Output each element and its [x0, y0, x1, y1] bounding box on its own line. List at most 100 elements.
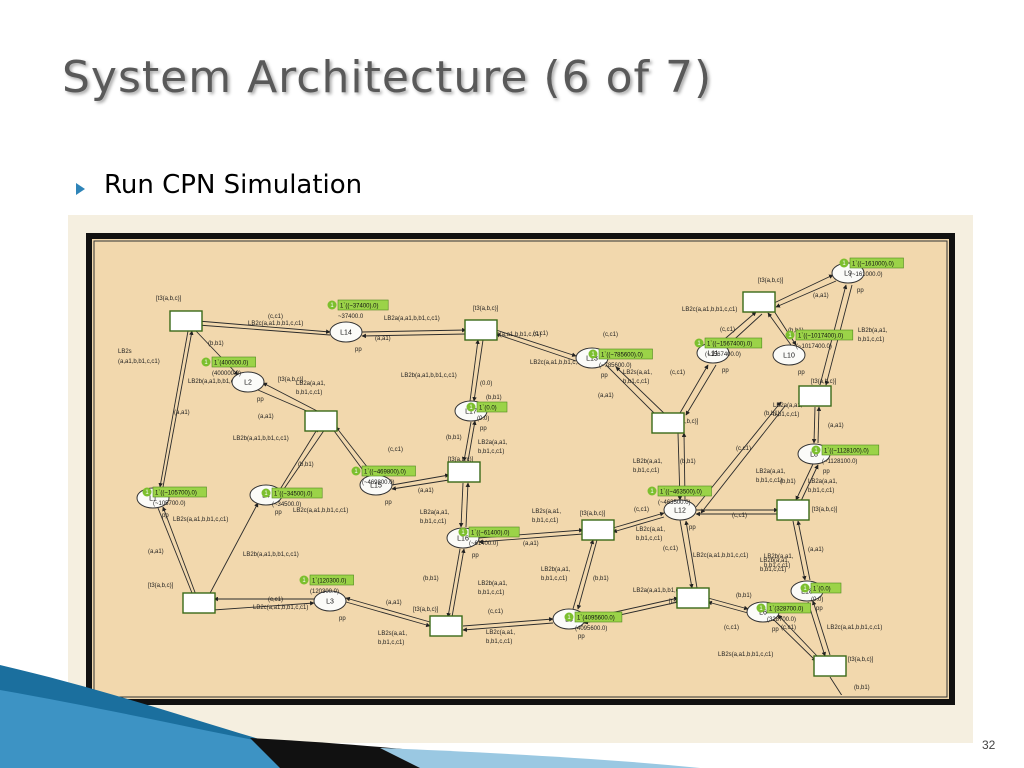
transition[interactable] [776, 499, 810, 521]
transition[interactable] [798, 385, 832, 407]
petri-net-diagram: [t3(a,b,c)][t3(a,b,c)][t3(a,b,c)][t3(a,b… [86, 233, 955, 705]
initial-marking: (400000.0) [212, 371, 241, 377]
arc [465, 482, 471, 528]
token-count: 1 [145, 490, 149, 496]
token-count-badge [694, 338, 704, 348]
place-l10[interactable] [772, 344, 806, 366]
place-l3[interactable] [313, 590, 347, 612]
token-marking-box [810, 582, 842, 594]
place-colorset: pp [722, 368, 729, 374]
token-marking-text: 1`(0.0) [813, 586, 831, 592]
arc-inscription: LB2a(a,a1, [756, 469, 786, 475]
arc-inscription: (b,b1) [446, 435, 462, 441]
arc-inscription: (a,a1) [386, 600, 402, 606]
arc-inscription: (a,a1) [523, 541, 539, 547]
token-marking-box [476, 401, 508, 413]
arc-inscription: (a,a1) [258, 414, 274, 420]
arc [195, 330, 239, 376]
transition[interactable] [182, 592, 216, 614]
arc [612, 516, 665, 534]
place-colorset: pp [472, 553, 479, 559]
arc [198, 601, 315, 612]
arc-inscription: (c,c1) [634, 507, 649, 513]
initial-marking: (0.0) [477, 416, 489, 422]
transition[interactable] [429, 615, 463, 637]
place-name: L1 [149, 496, 157, 503]
cpn-simulation-screenshot: [t3(a,b,c)][t3(a,b,c)][t3(a,b,c)][t3(a,b… [68, 215, 973, 743]
arc-inscription: LB2a(a,a1,b,b1,c,c1) [633, 588, 689, 594]
arc [795, 463, 814, 501]
place-colorset: pp [162, 513, 169, 519]
arc-inscription: (a,a1) [148, 549, 164, 555]
token-marking-text: 1`(120300.0) [312, 578, 346, 584]
arc-inscription: (a,a1) [828, 423, 844, 429]
arc-inscription: LB2a(a,a1, [478, 440, 508, 446]
arc [158, 330, 189, 488]
transition[interactable] [742, 291, 776, 313]
arc-inscription: LB2b(a,a1, [858, 328, 888, 334]
arc-inscription: (c,c1) [732, 513, 747, 519]
place-name: L8 [810, 452, 818, 459]
arc-inscription: [t3(a,b,c)] [473, 306, 499, 312]
arc [157, 507, 195, 599]
arc [707, 597, 749, 611]
transition[interactable] [581, 519, 615, 541]
arc-inscription: [t3(a,b,c)] [413, 607, 439, 613]
arc-inscription: (c,c1) [720, 327, 735, 333]
place-name: L11 [707, 351, 718, 358]
transition[interactable] [464, 319, 498, 341]
initial-marking: (~161000.0) [850, 272, 883, 278]
place-colorset: pp [275, 510, 282, 516]
arc [451, 548, 466, 618]
arc [361, 327, 467, 333]
token-count-badge [647, 486, 657, 496]
arc-inscription: LB2s(a,a1,b,b1,c,c1) [718, 652, 773, 658]
place-name: L15 [370, 483, 382, 490]
initial-marking: (~105700.0) [153, 501, 186, 507]
token-count: 1 [759, 606, 763, 612]
arc-inscription: [t3(a,b,c)] [758, 278, 784, 284]
token-marking-box [574, 611, 623, 623]
place-name: L17 [465, 409, 477, 416]
arc [679, 519, 694, 589]
arc [345, 601, 431, 628]
token-count-badge [351, 466, 361, 476]
arc [207, 502, 259, 598]
transition[interactable] [813, 655, 847, 677]
token-marking-text: 1`((~1128100).0) [824, 448, 869, 454]
arc-inscription: (c,c1) [268, 597, 283, 603]
arc [197, 323, 331, 336]
transition[interactable] [676, 587, 710, 609]
token-count: 1 [469, 405, 473, 411]
token-count: 1 [264, 491, 268, 497]
initial-marking: (~785600.0) [599, 363, 632, 369]
transition[interactable] [169, 310, 203, 332]
arc-inscription: LB2c(a,a1,b,b1,c,c1) [530, 360, 585, 366]
transition[interactable] [447, 461, 481, 483]
initial-marking: (~34500.0) [272, 502, 301, 508]
initial-marking: (~469800.0) [362, 480, 395, 486]
arc [605, 364, 659, 418]
transition[interactable] [651, 412, 685, 434]
place-l12[interactable] [663, 499, 697, 521]
initial-marking: (~1567400.0) [705, 352, 741, 358]
arc-inscription: LB2a(a,a1, [808, 479, 838, 485]
place-l2[interactable] [231, 371, 265, 393]
arc [812, 600, 831, 656]
place-l14[interactable] [329, 321, 363, 343]
arc-inscription: (b,b1) [780, 479, 796, 485]
token-count: 1 [803, 586, 807, 592]
token-count: 1 [204, 360, 208, 366]
token-marking-box [309, 574, 354, 586]
token-marking-box [795, 329, 854, 341]
arc-inscription: b,b1,c,c1) [633, 468, 659, 474]
token-count: 1 [302, 578, 306, 584]
place-colorset: pp [823, 469, 830, 475]
transition[interactable] [304, 410, 338, 432]
